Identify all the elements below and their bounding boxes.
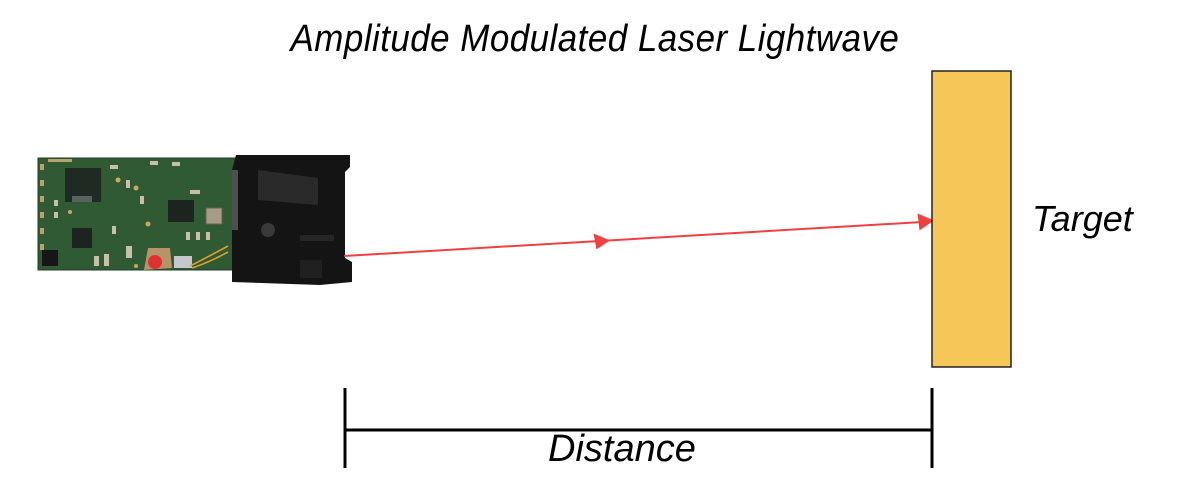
distance-dimension-line: [343, 388, 934, 468]
laser-rangefinder-module: [37, 155, 352, 285]
beam-arrowhead-icon: [917, 213, 934, 231]
ic-chip: [168, 200, 194, 222]
beam-direction-arrow-icon: [593, 233, 610, 250]
diagram-title: Amplitude Modulated Laser Lightwave: [290, 18, 900, 60]
distance-label: Distance: [548, 428, 696, 470]
target-label: Target: [1032, 198, 1133, 239]
laser-beam: [343, 213, 934, 257]
led-indicator: [148, 255, 162, 269]
target-block: [931, 70, 1012, 368]
optical-housing: [232, 155, 352, 285]
